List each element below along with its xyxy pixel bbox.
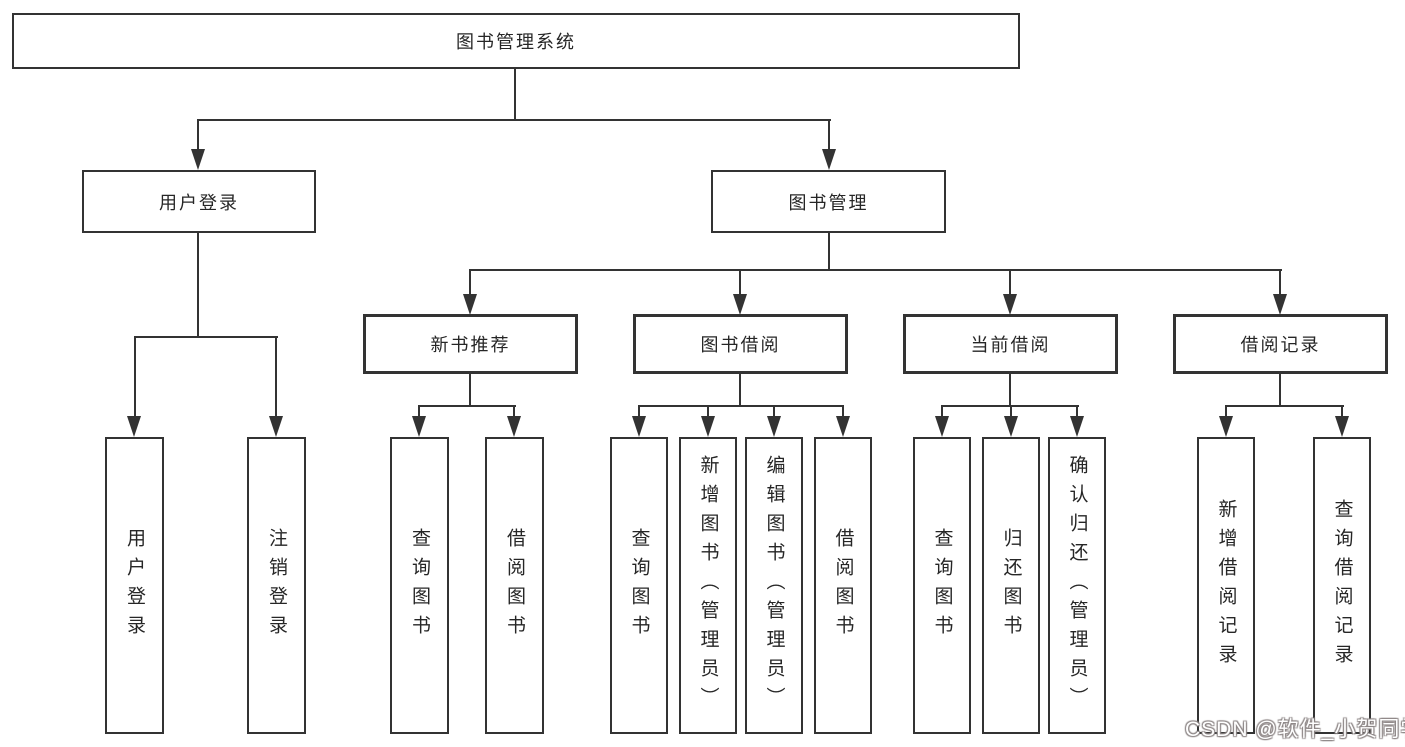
connector-line	[469, 271, 471, 297]
connector-line	[638, 407, 640, 418]
connector-line	[1076, 407, 1078, 418]
connector-line	[1341, 407, 1343, 418]
arrow-down-icon	[1003, 294, 1017, 315]
node-borrow-records: 借阅记录	[1173, 314, 1388, 374]
arrow-down-icon	[1219, 416, 1233, 437]
arrow-down-icon	[733, 294, 747, 315]
connector-line	[1279, 372, 1281, 407]
connector-line	[134, 338, 136, 418]
leaf-search-borrow-record: 查询借阅记录	[1313, 437, 1371, 734]
connector-line	[842, 407, 844, 418]
connector-line	[638, 405, 844, 407]
arrow-down-icon	[269, 416, 283, 437]
leaf-logout: 注销登录	[247, 437, 306, 734]
arrow-down-icon	[632, 416, 646, 437]
arrow-down-icon	[767, 416, 781, 437]
leaf-add-book-admin: 新增图书（管理员）	[679, 437, 737, 734]
connector-line	[1225, 405, 1344, 407]
leaf-add-borrow-record: 新增借阅记录	[1197, 437, 1255, 734]
connector-line	[134, 336, 278, 338]
node-new-book-recommend: 新书推荐	[363, 314, 578, 374]
connector-line	[941, 405, 1079, 407]
arrow-down-icon	[836, 416, 850, 437]
arrow-down-icon	[463, 294, 477, 315]
connector-line	[941, 407, 943, 418]
arrow-down-icon	[507, 416, 521, 437]
leaf-return-book: 归还图书	[982, 437, 1040, 734]
connector-line	[828, 231, 830, 271]
connector-line	[418, 405, 516, 407]
arrow-down-icon	[412, 416, 426, 437]
leaf-edit-book-admin: 编辑图书（管理员）	[745, 437, 803, 734]
node-current-borrow: 当前借阅	[903, 314, 1118, 374]
node-user-login: 用户登录	[82, 170, 316, 233]
leaf-search-book: 查询图书	[913, 437, 971, 734]
connector-line	[1225, 407, 1227, 418]
arrow-down-icon	[701, 416, 715, 437]
leaf-confirm-return-admin: 确认归还（管理员）	[1048, 437, 1106, 734]
arrow-down-icon	[127, 416, 141, 437]
connector-line	[469, 269, 1282, 271]
connector-line	[1010, 407, 1012, 418]
arrow-down-icon	[1004, 416, 1018, 437]
connector-line	[275, 338, 277, 418]
leaf-search-book: 查询图书	[390, 437, 449, 734]
arrow-down-icon	[935, 416, 949, 437]
leaf-search-book: 查询图书	[610, 437, 668, 734]
leaf-borrow-book: 借阅图书	[814, 437, 872, 734]
arrow-down-icon	[1273, 294, 1287, 315]
connector-line	[418, 407, 420, 418]
connector-line	[469, 372, 471, 407]
leaf-borrow-book: 借阅图书	[485, 437, 544, 734]
node-book-borrow: 图书借阅	[633, 314, 848, 374]
connector-line	[707, 407, 709, 418]
arrow-down-icon	[191, 149, 205, 170]
node-library-management-system: 图书管理系统	[12, 13, 1020, 69]
connector-line	[197, 119, 831, 121]
arrow-down-icon	[822, 149, 836, 170]
connector-line	[1279, 271, 1281, 297]
csdn-watermark: CSDN @软件_小贺同学	[1185, 718, 1405, 741]
connector-line	[514, 67, 516, 121]
arrow-down-icon	[1335, 416, 1349, 437]
node-book-management: 图书管理	[711, 170, 946, 233]
leaf-user-login: 用户登录	[105, 437, 164, 734]
connector-line	[197, 121, 199, 152]
connector-line	[1009, 271, 1011, 297]
connector-line	[513, 407, 515, 418]
connector-line	[739, 372, 741, 407]
arrow-down-icon	[1070, 416, 1084, 437]
connector-line	[828, 121, 830, 152]
connector-line	[197, 231, 199, 337]
connector-line	[773, 407, 775, 418]
connector-line	[739, 271, 741, 297]
connector-line	[1009, 372, 1011, 407]
